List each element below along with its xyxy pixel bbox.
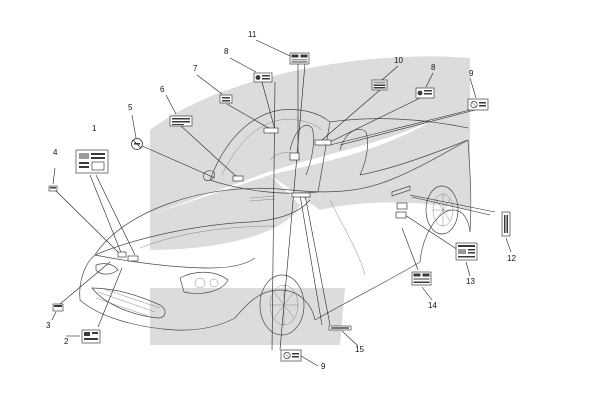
text-label-icon [169,115,193,127]
highlight-band [150,56,470,345]
callout-number-5: 5 [128,103,133,112]
callout-number-9-bottom: 9 [321,362,326,371]
symbol-label-icon [253,72,273,83]
small-tag-icon [219,94,233,104]
car-label-markers [117,127,408,262]
bumper-label-icon [81,329,101,344]
grid-label-icon [411,271,432,286]
callout-number-1: 1 [92,124,97,133]
callout-number-10: 10 [394,56,403,65]
callout-number-7: 7 [193,64,198,73]
callout-number-6: 6 [160,85,165,94]
circle-label-icon [467,98,489,111]
callout-number-3: 3 [46,321,51,330]
callout-number-14: 14 [428,301,437,310]
callout-number-12: 12 [507,254,516,263]
grid-label-icon [371,79,388,91]
callout-number-8: 8 [224,47,229,56]
small-tag-icon [52,303,64,312]
callout-numbers: 1 2 3 4 5 6 7 8 8 9 9 10 11 12 13 14 15 [46,30,516,371]
no-smoking-icon [131,138,143,150]
symbol-label-icon [415,87,435,99]
small-tag-icon [48,185,58,192]
leader-lines [54,63,496,351]
circle-label-icon [280,349,302,362]
callout-number-15: 15 [355,345,364,354]
callout-number-11: 11 [248,30,257,39]
grid-label-icon [289,52,310,65]
callout-number-4: 4 [53,148,58,157]
door-label-icon [455,242,478,261]
number-leaders [51,39,512,367]
callout-number-13: 13 [466,277,475,286]
vertical-strip-icon [501,211,511,237]
car-outline [79,109,472,336]
callout-number-2: 2 [64,337,69,346]
callout-number-8-right: 8 [431,63,436,72]
strip-label-icon [328,325,352,331]
warning-label-icon [75,149,109,174]
callout-number-9: 9 [469,69,474,78]
